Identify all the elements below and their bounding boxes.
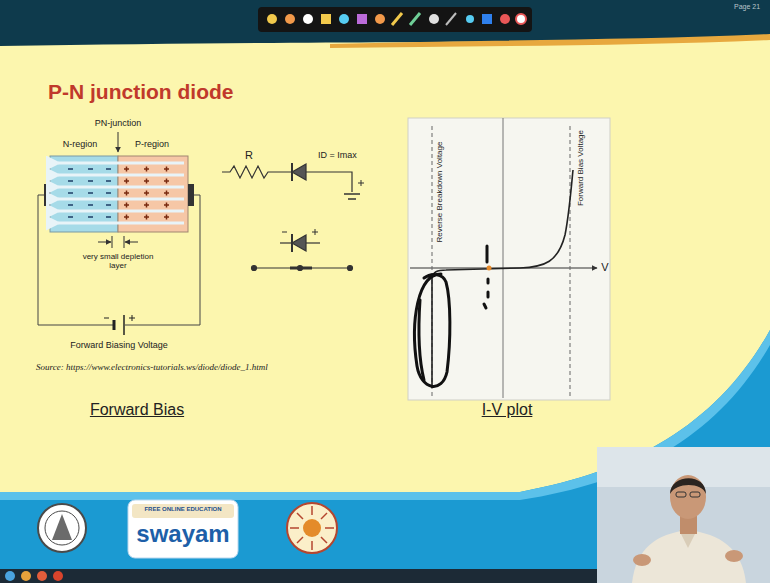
negative-charges — [68, 169, 111, 217]
diode-symbol — [292, 164, 306, 180]
region-label: P-region — [135, 139, 169, 149]
junction-pointer — [118, 132, 119, 152]
source-note: Source: https://www.electronics-tutorial… — [36, 362, 268, 372]
diode-symbol — [292, 235, 306, 251]
axis-marker-label: Forward Bias Voltage — [576, 130, 585, 206]
page-number: Page 21 — [734, 3, 760, 11]
annotation-toolbar — [258, 7, 532, 32]
presenter-video — [597, 447, 770, 583]
depletion-width-marker — [98, 236, 138, 248]
battery-symbol — [104, 315, 135, 335]
depletion-label: very small depletion layer — [79, 252, 157, 270]
ink-annotation — [415, 246, 488, 386]
part-label: PN-junction — [95, 118, 142, 128]
logo-wordmark: swayam — [136, 520, 229, 548]
iv-plot — [408, 118, 610, 400]
diode-circuit — [222, 163, 364, 271]
logo-tagline: FREE ONLINE EDUCATION — [144, 506, 221, 513]
iv-curve — [432, 170, 573, 388]
axis-marker-label: Reverse Breakdown Voltage — [435, 142, 444, 243]
axis-label: V — [601, 261, 608, 274]
ink-dot — [487, 266, 492, 271]
footer-stripe — [0, 330, 770, 500]
voltage-label: Forward Biasing Voltage — [70, 340, 168, 350]
region-label: N-region — [63, 139, 98, 149]
figure-caption: I-V plot — [482, 401, 533, 419]
positive-charges — [124, 167, 169, 220]
bias-wires — [38, 195, 200, 325]
figure-caption: Forward Bias — [90, 401, 184, 419]
pn-junction-illustration — [38, 132, 200, 335]
footer-band — [0, 330, 770, 583]
header-stripe — [330, 34, 770, 48]
resistor-symbol — [222, 166, 292, 178]
nptel-logo — [287, 503, 337, 553]
current-label: ID = Imax — [318, 150, 357, 160]
iit-logo — [38, 504, 86, 552]
current-axis — [503, 118, 504, 398]
slide-title: P-N junction diode — [48, 80, 233, 104]
resistor-label: R — [245, 149, 253, 162]
swayam-logo — [128, 500, 238, 558]
